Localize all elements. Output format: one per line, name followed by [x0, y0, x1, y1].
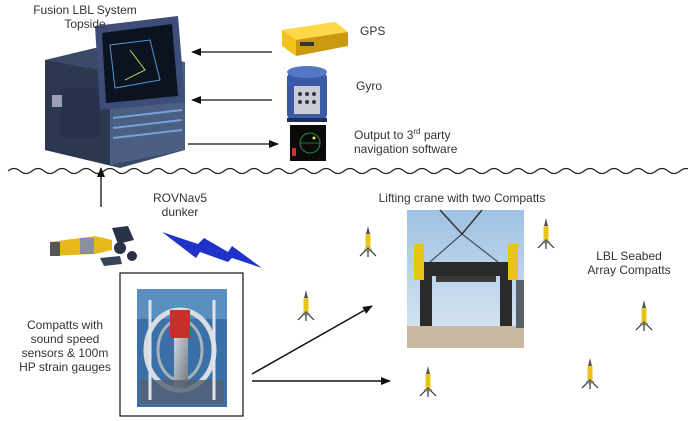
rovnav-dunker-icon — [50, 226, 137, 266]
label-output-sup: rd — [413, 127, 421, 136]
label-output-line2: navigation software — [354, 142, 458, 156]
label-seabed-line2: Array Compatts — [587, 263, 671, 277]
crane-photo — [407, 209, 524, 348]
label-gps: GPS — [360, 24, 386, 38]
compatt-closeup-photo — [137, 289, 227, 407]
label-crane: Lifting crane with two Compatts — [378, 191, 546, 205]
compatt-transponder-icon — [537, 218, 555, 249]
label-rovnav: ROVNav5 dunker — [135, 191, 225, 219]
label-output-post: party — [420, 128, 451, 142]
compatt-transponder-icon — [581, 358, 599, 389]
label-rovnav-line2: dunker — [161, 205, 199, 219]
label-topside-line1: Fusion LBL System — [33, 3, 137, 17]
label-compatts-line2: sound speed — [30, 332, 100, 346]
label-topside: Fusion LBL System Topside — [20, 3, 150, 31]
label-output-pre: Output to 3 — [354, 128, 414, 142]
label-seabed-line1: LBL Seabed — [596, 249, 662, 263]
label-output: Output to 3rd party navigation software — [354, 127, 458, 157]
compatt-transponder-icon — [297, 290, 315, 321]
water-surface-line — [7, 167, 688, 175]
compatt-transponder-icon — [359, 226, 377, 257]
label-compatts: Compatts with sound speed sensors & 100m… — [12, 318, 118, 374]
compatt-transponder-icon — [419, 366, 437, 397]
label-output-line1: Output to 3rd party — [354, 127, 457, 143]
compatt-transponder-icon — [635, 300, 653, 331]
label-topside-line2: Topside — [64, 17, 106, 31]
label-rovnav-line1: ROVNav5 — [152, 191, 208, 205]
topside-computer-icon — [45, 16, 185, 168]
gps-unit-icon — [282, 22, 348, 56]
gyro-unit-icon — [287, 66, 327, 122]
arrow-compatts-to-crane — [251, 305, 373, 375]
label-seabed: LBL Seabed Array Compatts — [574, 249, 684, 277]
label-compatts-line1: Compatts with — [26, 318, 104, 332]
nav-screen-icon — [290, 125, 326, 161]
label-gyro: Gyro — [356, 79, 383, 93]
label-compatts-line4: HP strain gauges — [19, 360, 111, 374]
label-compatts-line3: sensors & 100m — [21, 346, 109, 360]
lightning-signal-icon — [162, 232, 262, 268]
